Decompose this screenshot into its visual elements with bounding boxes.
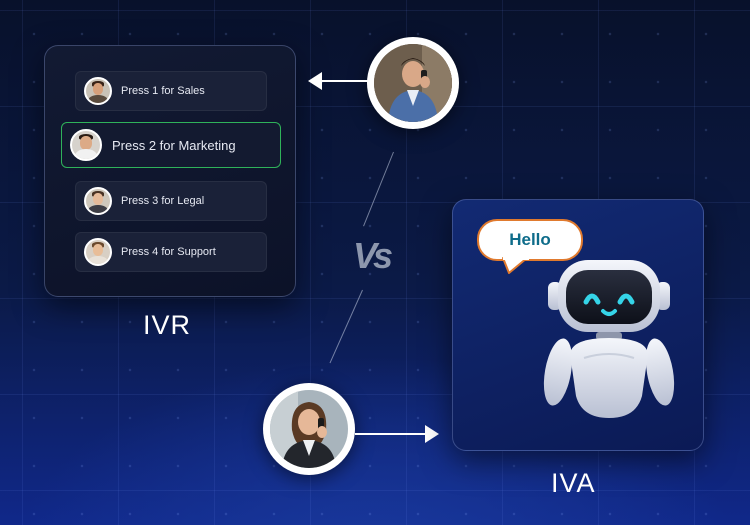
avatar <box>84 238 112 266</box>
versus-label: Vs <box>353 235 393 276</box>
speech-bubble-tail <box>502 256 529 274</box>
avatar <box>84 187 112 215</box>
avatar <box>70 129 102 161</box>
menu-item-label: Press 1 for Sales <box>121 85 205 97</box>
menu-item-legal[interactable]: Press 3 for Legal <box>75 181 267 221</box>
robot-icon <box>543 260 675 418</box>
menu-item-label: Press 2 for Marketing <box>112 137 236 153</box>
menu-item-marketing[interactable]: Press 2 for Marketing <box>61 122 281 168</box>
ivr-menu-panel: Press 1 for Sales Press 2 for Marketing … <box>44 45 296 297</box>
speech-bubble: Hello <box>477 219 583 261</box>
arrow-right-icon <box>355 425 439 443</box>
menu-item-label: Press 3 for Legal <box>121 195 205 207</box>
caller-photo-iva <box>263 383 355 475</box>
avatar <box>84 77 112 105</box>
menu-item-label: Press 4 for Support <box>121 246 216 258</box>
ivr-label: IVR <box>143 310 192 340</box>
menu-item-support[interactable]: Press 4 for Support <box>75 232 267 272</box>
speech-bubble-text: Hello <box>509 230 551 249</box>
iva-label: IVA <box>551 468 596 498</box>
arrow-left-icon <box>308 72 368 90</box>
menu-item-sales[interactable]: Press 1 for Sales <box>75 71 267 111</box>
caller-photo-ivr <box>367 37 459 129</box>
